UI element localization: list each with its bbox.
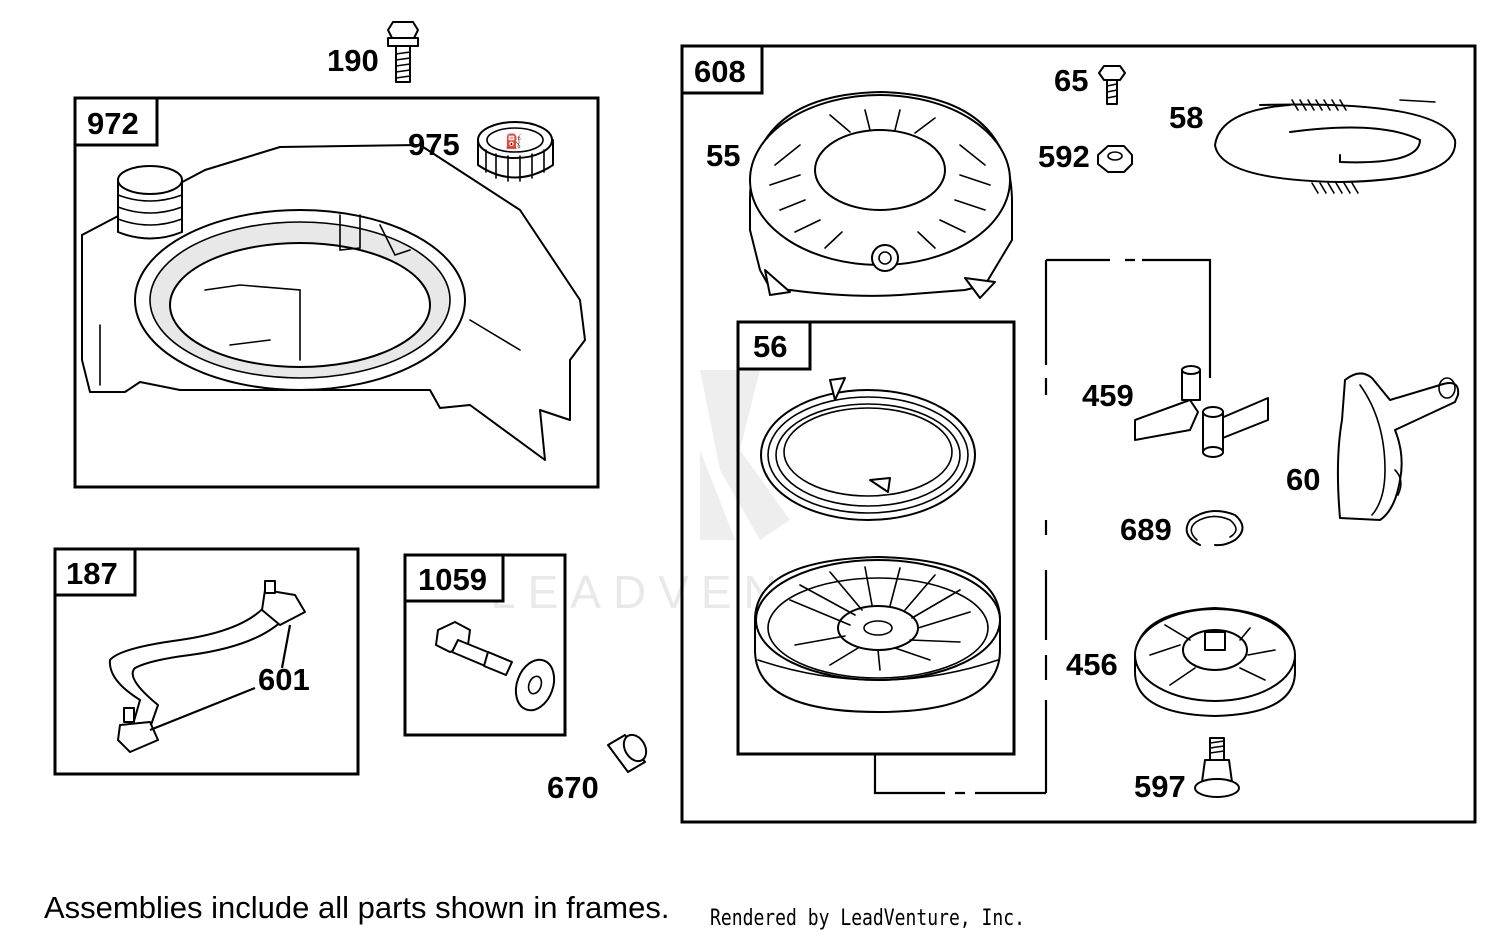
grouping-lines [873, 258, 1212, 795]
part-label-975: 975 [408, 127, 460, 162]
retainer-ring-icon[interactable] [1185, 510, 1244, 547]
part-60: 60 [1286, 372, 1460, 521]
frame-56-label: 56 [753, 329, 787, 364]
part-689: 689 [1120, 510, 1244, 547]
footer-note: Assemblies include all parts shown in fr… [44, 890, 670, 925]
handle-icon[interactable] [1336, 372, 1460, 521]
cup-icon[interactable] [1134, 607, 1296, 717]
frame-608-label: 608 [694, 54, 746, 89]
clamp-icon[interactable] [261, 580, 306, 626]
part-55: 55 [706, 91, 1013, 299]
frame-56: 56 [736, 320, 1016, 756]
part-975: ⛽ 975 [408, 121, 554, 182]
frame-972-border [73, 96, 600, 489]
frame-972: 972 [73, 96, 600, 489]
frame-972-tag [73, 96, 159, 147]
frame-1059-tag [403, 553, 505, 603]
part-459: 459 [1082, 365, 1269, 458]
frame-608-tag [680, 44, 764, 95]
pawl-icon[interactable] [1134, 365, 1269, 458]
part-597: 597 [1134, 737, 1240, 804]
fuel-cap-icon[interactable]: ⛽ [477, 121, 554, 182]
spring-icon[interactable] [760, 377, 976, 521]
part-label-55: 55 [706, 138, 740, 173]
frame-187-border [53, 547, 360, 776]
starter-housing-icon[interactable] [749, 91, 1013, 299]
frame-972-label: 972 [87, 106, 139, 141]
part-190: 190 [327, 21, 419, 83]
part-label-60: 60 [1286, 462, 1320, 497]
spacer-icon[interactable] [607, 731, 651, 773]
part-label-597: 597 [1134, 769, 1186, 804]
frame-187-tag [53, 547, 137, 597]
frame-56-border [736, 320, 1016, 756]
fuel-tank-icon[interactable] [81, 144, 586, 461]
frame-608: 608 55 65 [680, 44, 1477, 824]
bolt-icon[interactable] [387, 21, 419, 83]
frame-1059: 1059 [403, 553, 567, 737]
clamp-icon[interactable] [117, 707, 159, 753]
leader-601-a [149, 686, 256, 732]
frame-1059-label: 1059 [418, 562, 487, 597]
frame-608-border [680, 44, 1477, 824]
shoulder-screw-icon[interactable] [435, 621, 513, 676]
watermark-logo-icon [700, 370, 790, 540]
part-label-592: 592 [1038, 139, 1090, 174]
part-65: 65 [1054, 63, 1126, 105]
part-label-190: 190 [327, 43, 379, 78]
part-58: 58 [1169, 99, 1457, 194]
bolt-icon[interactable] [1098, 65, 1126, 105]
part-label-65: 65 [1054, 63, 1088, 98]
leader-601-b [280, 624, 292, 669]
nut-icon[interactable] [1097, 145, 1133, 173]
part-label-456: 456 [1066, 647, 1118, 682]
frame-187-label: 187 [66, 556, 118, 591]
frame-56-tag [736, 320, 812, 371]
pulley-icon[interactable] [754, 556, 1001, 713]
washer-icon[interactable] [509, 654, 561, 715]
shoulder-screw-icon[interactable] [1194, 737, 1240, 798]
part-label-58: 58 [1169, 100, 1203, 135]
footer-credit: Rendered by LeadVenture, Inc. [710, 906, 1025, 931]
part-label-689: 689 [1120, 512, 1172, 547]
fuel-cap-symbol-icon: ⛽ [505, 133, 522, 150]
part-label-670: 670 [547, 770, 599, 805]
rope-icon[interactable] [1214, 99, 1457, 194]
frame-187: 187 601 [53, 547, 360, 776]
part-label-601: 601 [258, 662, 310, 697]
part-592: 592 [1038, 139, 1133, 174]
part-670: 670 [547, 731, 651, 805]
part-label-459: 459 [1082, 378, 1134, 413]
part-456: 456 [1066, 607, 1296, 717]
